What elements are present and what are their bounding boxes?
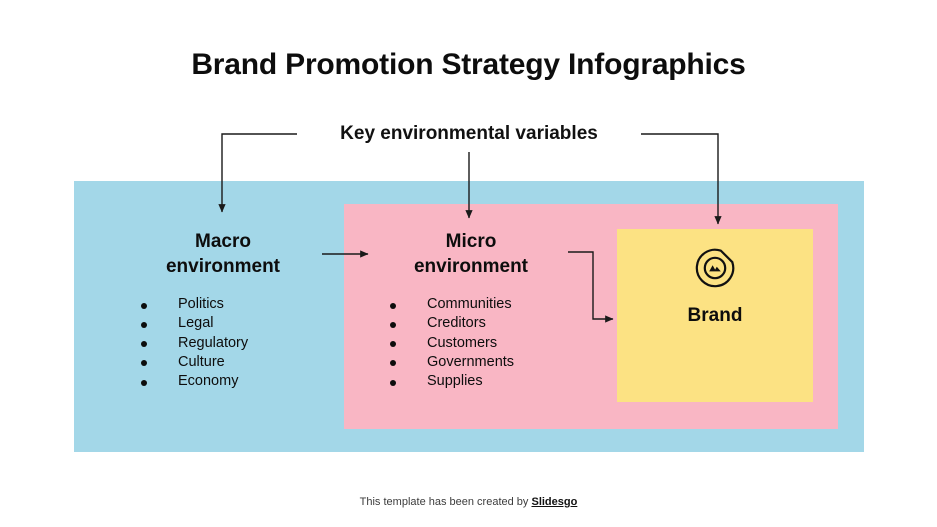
list-item: Culture xyxy=(141,353,248,372)
list-item: Customers xyxy=(390,334,514,353)
list-item: Politics xyxy=(141,295,248,314)
brand-label: Brand xyxy=(687,305,743,326)
brand-badge-mountain-icon xyxy=(695,248,735,288)
macro-items-list: Politics Legal Regulatory Culture Econom… xyxy=(141,295,248,391)
micro-heading-line1: Micro xyxy=(445,231,497,252)
macro-heading-line2: environment xyxy=(165,256,281,278)
micro-items-list: Communities Creditors Customers Governme… xyxy=(390,295,514,391)
page-title: Brand Promotion Strategy Infographics xyxy=(191,48,746,81)
list-item: Economy xyxy=(141,372,248,391)
footer-credit: This template has been created by Slides… xyxy=(0,496,937,508)
footer-text: This template has been created by xyxy=(359,496,532,508)
list-item: Legal xyxy=(141,314,248,333)
list-item: Supplies xyxy=(390,372,514,391)
list-item: Governments xyxy=(390,353,514,372)
macro-heading: Macro environment xyxy=(130,229,316,280)
list-item: Communities xyxy=(390,295,514,314)
list-item: Regulatory xyxy=(141,334,248,353)
slidesgo-link[interactable]: Slidesgo xyxy=(531,496,578,508)
key-variables-label: Key environmental variables xyxy=(340,123,598,144)
list-item: Creditors xyxy=(390,314,514,333)
micro-heading-line2: environment xyxy=(413,256,529,278)
macro-heading-line1: Macro xyxy=(195,231,251,252)
micro-heading: Micro environment xyxy=(378,229,564,280)
